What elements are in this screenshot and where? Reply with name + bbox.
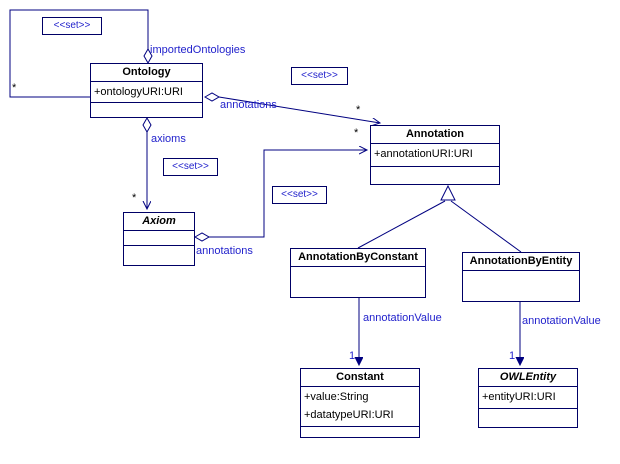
class-constant-operations-compartment bbox=[301, 427, 419, 437]
class-axiom-name: Axiom bbox=[124, 213, 194, 231]
multiplicity-axiom-annotations: * bbox=[354, 127, 359, 139]
multiplicity-axioms: * bbox=[132, 192, 137, 204]
class-annotation-by-entity-name: AnnotationByEntity bbox=[463, 253, 579, 271]
edge-label-axiom-annotations: annotations bbox=[196, 245, 253, 257]
class-owl-entity-name: OWLEntity bbox=[479, 369, 577, 387]
class-ontology: Ontology +ontologyURI:URI bbox=[90, 63, 203, 118]
edge-label-ontology-annotations: annotations bbox=[220, 99, 277, 111]
class-annotation-by-constant: AnnotationByConstant bbox=[290, 248, 426, 298]
stereotype-set-3: <<set>> bbox=[163, 158, 218, 176]
class-annotation-by-constant-body-compartment bbox=[291, 267, 425, 297]
class-ontology-name: Ontology bbox=[91, 64, 202, 82]
class-constant-attribute-datatype-uri: +datatypeURI:URI bbox=[304, 409, 394, 421]
stereotype-set-4: <<set>> bbox=[272, 186, 327, 204]
class-annotation-name: Annotation bbox=[371, 126, 499, 144]
multiplicity-imported-ontologies: * bbox=[12, 82, 17, 94]
class-annotation-by-entity: AnnotationByEntity bbox=[462, 252, 580, 302]
class-owl-entity-attribute: +entityURI:URI bbox=[482, 391, 556, 403]
class-annotation-by-entity-body-compartment bbox=[463, 271, 579, 301]
edge-label-annotation-value-constant: annotationValue bbox=[363, 312, 442, 324]
edge-generalization-by-constant bbox=[357, 200, 446, 249]
edge-label-axioms: axioms bbox=[151, 133, 186, 145]
class-axiom-operations-compartment bbox=[124, 246, 194, 265]
class-owl-entity-operations-compartment bbox=[479, 409, 577, 427]
class-annotation-attribute: +annotationURI:URI bbox=[374, 148, 473, 160]
multiplicity-ontology-annotations: * bbox=[356, 104, 361, 116]
class-axiom: Axiom bbox=[123, 212, 195, 266]
multiplicity-annotation-value-entity: 1 bbox=[509, 350, 516, 362]
class-ontology-attribute: +ontologyURI:URI bbox=[94, 86, 183, 98]
aggregation-diamond-axioms bbox=[142, 116, 152, 134]
edge-label-imported-ontologies: importedOntologies bbox=[150, 44, 246, 56]
edge-label-annotation-value-entity: annotationValue bbox=[522, 315, 601, 327]
class-ontology-operations-compartment bbox=[91, 103, 202, 117]
class-annotation-operations-compartment bbox=[371, 167, 499, 184]
class-constant-attribute-value: +value:String bbox=[304, 391, 369, 403]
class-owl-entity: OWLEntity +entityURI:URI bbox=[478, 368, 578, 428]
class-constant: Constant +value:String +datatypeURI:URI bbox=[300, 368, 420, 438]
aggregation-diamond-ontology-annotations bbox=[203, 92, 221, 102]
edge-ontology-annotations bbox=[218, 96, 380, 123]
stereotype-set-2: <<set>> bbox=[291, 67, 348, 85]
edge-generalization-by-entity bbox=[450, 200, 522, 253]
class-annotation: Annotation +annotationURI:URI bbox=[370, 125, 500, 185]
multiplicity-annotation-value-constant: 1 bbox=[349, 350, 356, 362]
class-constant-name: Constant bbox=[301, 369, 419, 387]
edge-imported-ontologies bbox=[9, 9, 149, 98]
aggregation-diamond-axiom-annotations bbox=[193, 232, 211, 242]
class-axiom-attributes-compartment bbox=[124, 231, 194, 246]
class-annotation-by-constant-name: AnnotationByConstant bbox=[291, 249, 425, 267]
edge-axiom-annotations bbox=[209, 150, 367, 238]
generalization-triangle bbox=[440, 184, 456, 201]
stereotype-set-1: <<set>> bbox=[42, 17, 102, 35]
